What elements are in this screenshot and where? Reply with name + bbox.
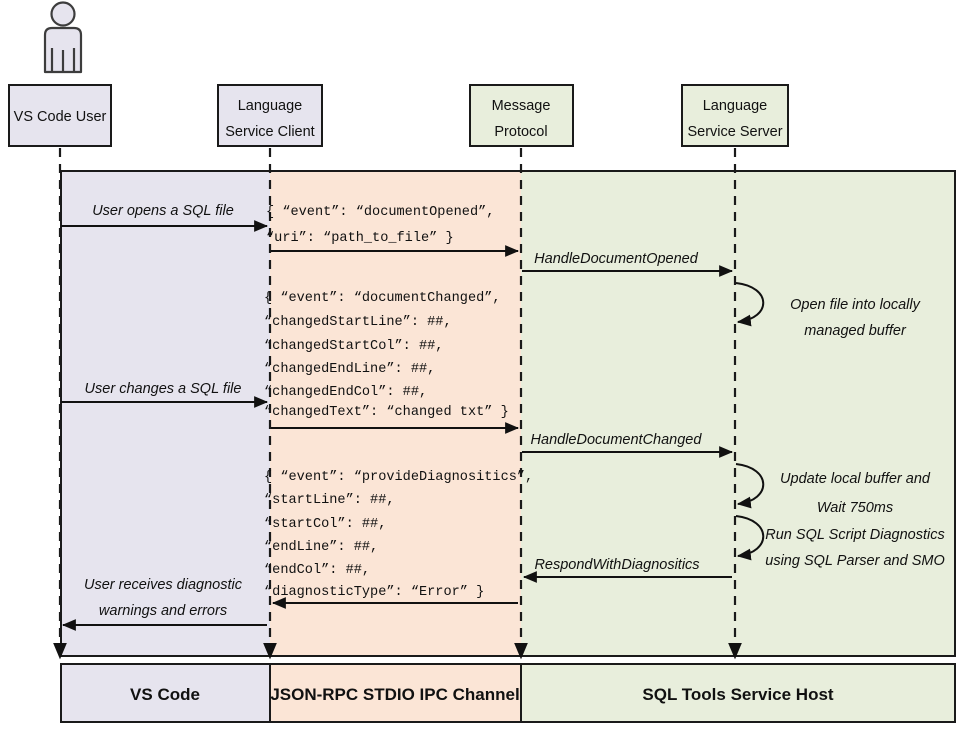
self-loop-label-line1: Update local buffer and [780, 471, 931, 487]
payload-line: “changedText”: “changed txt” } [264, 405, 509, 420]
payload-line: { “event”: “documentChanged”, [264, 291, 501, 306]
payload-line: { “event”: “documentOpened”, [266, 205, 494, 220]
participant-label-line2: Service Client [225, 124, 314, 140]
participant-label-line2: Protocol [494, 124, 547, 140]
message-respond-with-diagnostics: RespondWithDiagnositics [522, 557, 732, 583]
participant-label: VS Code User [14, 109, 107, 125]
self-loop-label-line1: Run SQL Script Diagnostics [765, 527, 944, 543]
message-handle-document-opened: HandleDocumentOpened [522, 251, 734, 277]
participant-label-line1: Message [492, 98, 551, 114]
swimlane-bands [60, 170, 956, 657]
participant-label-line2: Service Server [687, 124, 782, 140]
participant-language-service-client[interactable]: Language Service Client [217, 84, 323, 147]
participant-label-line1: Language [238, 98, 303, 114]
self-loop-run-diagnostics: Run SQL Script Diagnostics using SQL Par… [735, 515, 945, 569]
payload-line: “startCol”: ##, [264, 517, 386, 532]
message-user-receives-diagnostics: User receives diagnostic warnings and er… [61, 577, 267, 631]
footer-sql-tools-service-host: SQL Tools Service Host [520, 663, 956, 723]
self-loop-open-file-buffer: Open file into locally managed buffer [735, 282, 921, 339]
payload-line: “endLine”: ##, [264, 540, 378, 555]
payload-line: “uri”: “path_to_file” } [266, 231, 454, 246]
message-handle-document-changed: HandleDocumentChanged [522, 432, 734, 458]
message-label: HandleDocumentOpened [534, 251, 699, 267]
payload-line: { “event”: “provideDiagnositics”, [264, 470, 533, 485]
lifelines [53, 148, 742, 660]
footer-label: VS Code [130, 685, 200, 704]
message-user-changes-file: User changes a SQL file [61, 381, 269, 408]
vs-code-user-actor-icon [43, 1, 83, 74]
footer-jsonrpc-channel: JSON-RPC STDIO IPC Channel [269, 663, 522, 723]
participant-language-service-server[interactable]: Language Service Server [681, 84, 789, 147]
participant-label-line1: Language [703, 98, 768, 114]
self-loop-label-line2: managed buffer [804, 323, 907, 339]
document-changed-payload: { “event”: “documentChanged”, “changedSt… [264, 291, 509, 420]
participant-message-protocol[interactable]: Message Protocol [469, 84, 574, 147]
self-loop-label-line2: using SQL Parser and SMO [765, 553, 944, 569]
self-loop-label-line2: Wait 750ms [817, 500, 893, 516]
payload-line: “endCol”: ##, [264, 563, 370, 578]
self-loop-label-line1: Open file into locally [790, 297, 921, 313]
footer-label: SQL Tools Service Host [642, 685, 833, 704]
self-loop-update-buffer-wait: Update local buffer and Wait 750ms [735, 463, 931, 516]
payload-line: “changedEndLine”: ##, [264, 362, 435, 377]
payload-line: “changedStartCol”: ##, [264, 339, 443, 354]
message-label: User opens a SQL file [92, 203, 234, 219]
footer-label: JSON-RPC STDIO IPC Channel [270, 685, 519, 704]
payload-line: “diagnosticType”: “Error” } [264, 585, 484, 600]
message-label-line2: warnings and errors [99, 603, 227, 619]
payload-line: “changedEndCol”: ##, [264, 385, 427, 400]
document-opened-payload: { “event”: “documentOpened”, “uri”: “pat… [266, 205, 494, 246]
message-label: RespondWithDiagnositics [534, 557, 699, 573]
message-label: User changes a SQL file [85, 381, 242, 397]
message-label: HandleDocumentChanged [531, 432, 703, 448]
message-user-opens-file: User opens a SQL file [61, 203, 269, 232]
provide-diagnostics-payload: { “event”: “provideDiagnositics”, “start… [264, 470, 533, 600]
payload-line: “startLine”: ##, [264, 493, 395, 508]
payload-line: “changedStartLine”: ##, [264, 315, 452, 330]
participant-vs-code-user[interactable]: VS Code User [8, 84, 112, 147]
message-label-line1: User receives diagnostic [84, 577, 243, 593]
footer-vs-code: VS Code [60, 663, 271, 723]
